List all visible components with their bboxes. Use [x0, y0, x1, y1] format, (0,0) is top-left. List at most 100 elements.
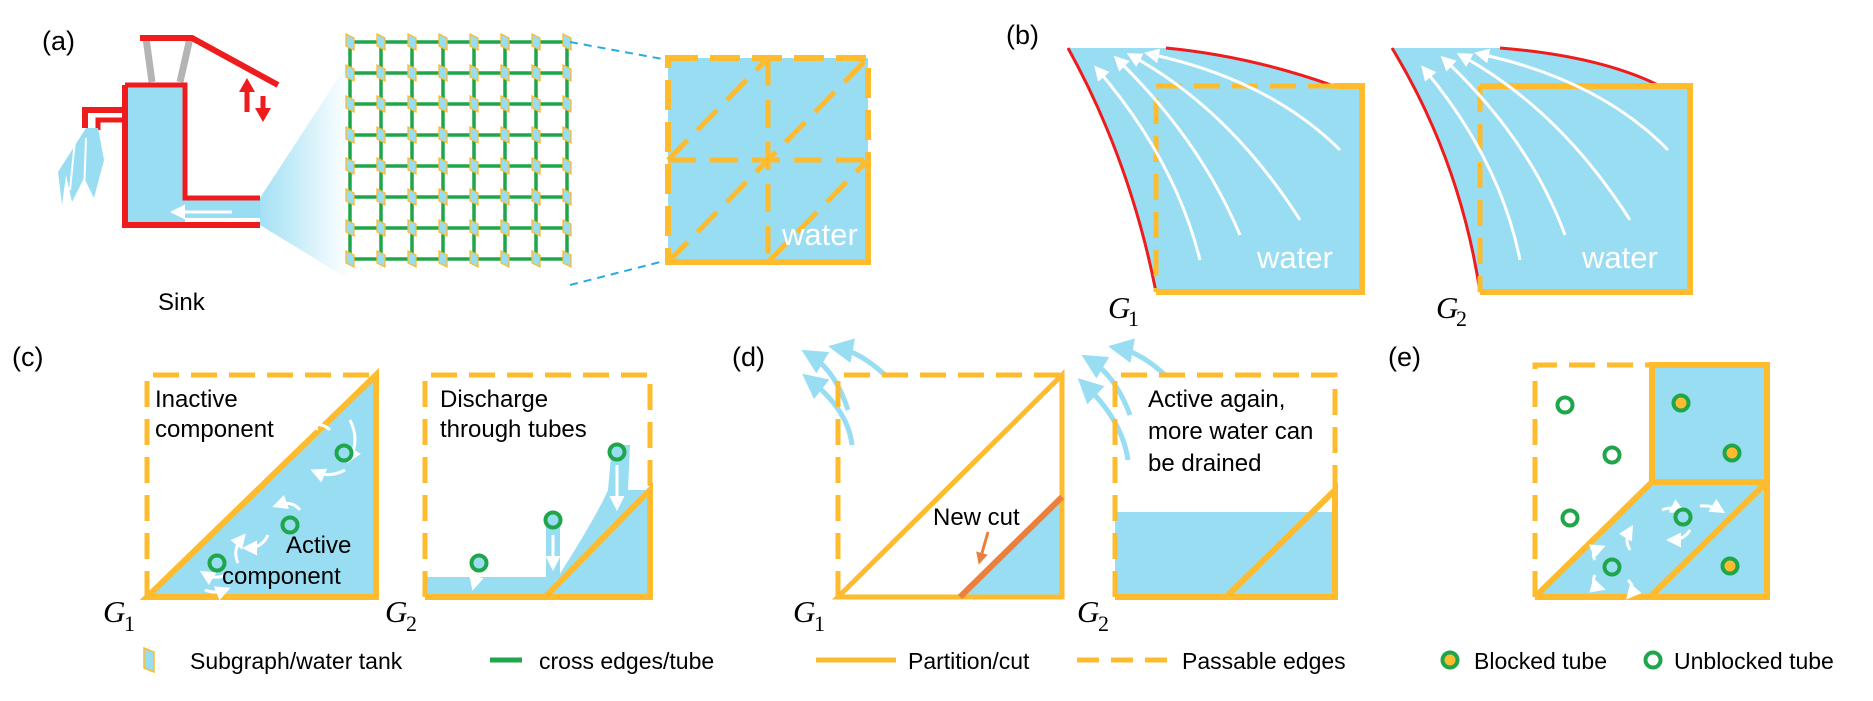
tank-node	[376, 156, 386, 176]
unblocked-tube-marker	[1555, 395, 1575, 415]
tank-node	[562, 125, 572, 145]
tank-grid	[345, 32, 572, 269]
tank-node	[376, 63, 386, 83]
new-cut-label: New cut	[933, 504, 1020, 531]
zoomed-passable-d1	[666, 56, 870, 264]
blocked-tube-marker	[1720, 556, 1740, 576]
tank-node	[345, 249, 355, 269]
flow-arrow-icon	[1618, 524, 1634, 551]
unblocked-tube-marker	[1602, 445, 1622, 465]
spout-water-stream	[58, 128, 104, 205]
active-tube-marker	[1673, 507, 1693, 527]
discharge-label-2: through tubes	[440, 416, 587, 443]
tank-node	[469, 218, 479, 238]
panel-c-g1: Inactive component Active component G 1	[103, 367, 379, 636]
tank-node	[345, 125, 355, 145]
tank-node	[438, 156, 448, 176]
tank-node	[438, 32, 448, 52]
tank-node	[438, 218, 448, 238]
tank-node	[345, 94, 355, 114]
active-again-label-2: more water can	[1148, 418, 1313, 445]
tank-wall-left	[122, 85, 260, 228]
c-g2-stream-right	[545, 445, 650, 597]
g2-water-label: water	[1581, 240, 1658, 275]
legend-unblocked: Unblocked tube	[1643, 648, 1834, 674]
active-label-2: component	[222, 563, 341, 590]
tank-node	[407, 156, 417, 176]
e-cut-diagonal	[1647, 479, 1770, 600]
tank-node	[407, 94, 417, 114]
tank-node	[438, 94, 448, 114]
tank-node	[500, 218, 510, 238]
flow-arrow-icon	[1589, 574, 1606, 593]
active-again-label-1: Active again,	[1148, 386, 1285, 413]
tank-node	[562, 249, 572, 269]
flow-arrow-icon	[302, 415, 332, 432]
tank-node	[562, 156, 572, 176]
unblocked-tube-marker	[607, 442, 627, 462]
g1-cut	[1156, 83, 1365, 295]
tank-node	[531, 94, 541, 114]
zoomed-tank: water	[665, 55, 871, 265]
tank-node	[407, 187, 417, 207]
zoom-line-top	[569, 41, 669, 61]
d-g1-cut	[831, 369, 1065, 600]
up-arrow-head	[239, 78, 255, 92]
flow-arrow-icon	[1666, 529, 1692, 548]
c-g2-pool	[425, 577, 555, 597]
legend-passable: Passable edges	[1077, 648, 1346, 674]
tank-node	[407, 63, 417, 83]
e-tank-upper	[1652, 365, 1767, 482]
flow-arrow-icon	[242, 534, 270, 556]
zoomed-tank-cut	[668, 160, 871, 265]
panel-b-label: (b)	[1006, 20, 1039, 50]
spout	[82, 107, 125, 128]
legend-subgraph-label: Subgraph/water tank	[190, 648, 403, 674]
tank-node	[407, 32, 417, 52]
c-g1-label: G	[103, 594, 125, 629]
outflow-arrow-icon	[1081, 354, 1133, 416]
tank-node	[500, 125, 510, 145]
g2-cut	[1480, 83, 1693, 295]
tank-node	[531, 187, 541, 207]
tank-node	[376, 94, 386, 114]
legend-unblocked-label: Unblocked tube	[1674, 648, 1834, 674]
tank-node	[345, 156, 355, 176]
flow-arrow-icon	[1440, 55, 1567, 236]
flow-arrow-icon	[469, 569, 484, 591]
tank-node	[531, 63, 541, 83]
outlet-water	[125, 198, 260, 218]
legend-cross-edges-label: cross edges/tube	[539, 648, 714, 674]
legend-partition-label: Partition/cut	[908, 648, 1030, 674]
tank-node	[438, 187, 448, 207]
flow-arrow-icon	[310, 468, 346, 483]
tank-node	[500, 32, 510, 52]
c-g2-subscript: 2	[406, 611, 417, 636]
sink-label: Sink	[158, 289, 206, 316]
unblocked-tube-icon	[1643, 650, 1663, 670]
faucet-lever	[140, 35, 280, 88]
tank-node	[500, 249, 510, 269]
blocked-tube-marker	[1671, 393, 1691, 413]
tank-node	[345, 218, 355, 238]
down-arrow-head	[255, 108, 271, 122]
faucet-stem	[176, 37, 194, 83]
panel-c: (c) Inactive component Active component …	[12, 342, 653, 636]
unblocked-tube-marker	[1560, 508, 1580, 528]
flow-arrow-icon	[1113, 55, 1242, 236]
tank-node	[531, 249, 541, 269]
tank-node	[438, 63, 448, 83]
flow-arrow-icon	[272, 494, 302, 511]
g1-label: G	[1108, 290, 1130, 325]
zoom-fan	[260, 60, 350, 280]
g1-boundary-left	[1066, 47, 1158, 293]
flow-arrow-icon	[204, 586, 231, 601]
panel-c-label: (c)	[12, 342, 43, 372]
tank-node	[531, 32, 541, 52]
tank-node	[562, 63, 572, 83]
panel-a-label: (a)	[42, 26, 75, 56]
g2-subscript: 2	[1456, 306, 1467, 331]
panel-a: (a) Sink	[42, 26, 871, 316]
flow-arrow-icon	[1626, 578, 1642, 600]
active-tube-marker	[1602, 557, 1622, 577]
